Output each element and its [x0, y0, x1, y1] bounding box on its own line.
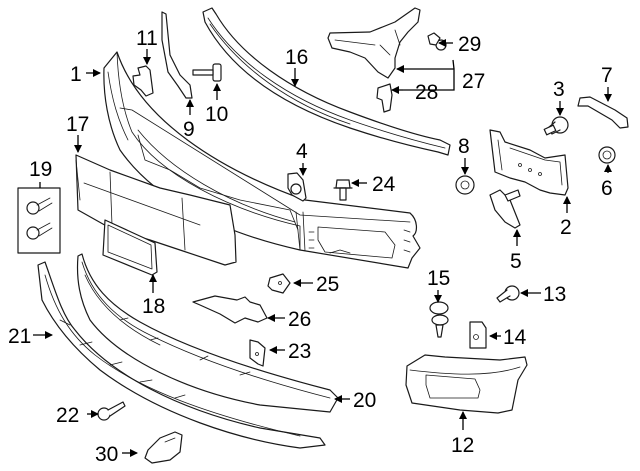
- part-5-stud-bolt[interactable]: [489, 189, 521, 229]
- callout-26: 26: [288, 308, 311, 331]
- part-3-bolt[interactable]: [543, 116, 569, 136]
- part-12-end-cap[interactable]: [405, 354, 528, 414]
- callout-10: 10: [205, 103, 228, 126]
- part-24-bolt[interactable]: [333, 179, 353, 201]
- callout-5: 5: [510, 250, 522, 273]
- callout-3: 3: [553, 78, 565, 101]
- callout-22: 22: [56, 404, 79, 427]
- callout-4: 4: [296, 140, 308, 163]
- callout-12: 12: [451, 434, 474, 457]
- callout-1: 1: [70, 63, 82, 86]
- part-2-mounting-bracket[interactable]: [489, 129, 569, 196]
- part-11-clip[interactable]: [132, 65, 154, 97]
- callout-15: 15: [427, 267, 450, 290]
- part-1-bumper-face-bar[interactable]: [103, 51, 421, 269]
- part-26-support-bracket[interactable]: [192, 295, 268, 324]
- part-13-bolt[interactable]: [496, 285, 520, 303]
- part-15-push-pin[interactable]: [429, 301, 449, 338]
- part-4-nut-clip[interactable]: [287, 172, 307, 202]
- callout-24: 24: [372, 173, 396, 196]
- part-25-clip[interactable]: [267, 273, 291, 294]
- part-19-bolt-kit[interactable]: [17, 187, 61, 254]
- callout-18: 18: [142, 295, 165, 318]
- part-14-nut-clip[interactable]: [469, 321, 487, 349]
- callout-7: 7: [601, 64, 613, 87]
- callout-20: 20: [353, 389, 376, 412]
- callout-8: 8: [458, 135, 470, 158]
- callout-11: 11: [136, 27, 158, 50]
- callout-labels: 1 2 3 4 5 6 7 8 9 10 11 12 13 14 15 16 1…: [8, 27, 613, 466]
- callout-27: 27: [462, 70, 485, 93]
- part-29-push-retainer[interactable]: [427, 32, 447, 51]
- callout-25: 25: [316, 273, 339, 296]
- callout-13: 13: [543, 283, 566, 306]
- part-28-bracket[interactable]: [376, 83, 393, 113]
- callout-23: 23: [288, 340, 311, 363]
- part-10-bolt[interactable]: [192, 63, 222, 82]
- callout-28: 28: [415, 81, 438, 104]
- part-18-license-bracket[interactable]: [102, 219, 158, 276]
- part-27-bracket-assembly[interactable]: [327, 7, 421, 79]
- leader-lines: [33, 39, 612, 457]
- part-23-clip[interactable]: [249, 339, 266, 367]
- callout-9: 9: [183, 118, 195, 141]
- callout-14: 14: [503, 326, 527, 349]
- part-22-bolt[interactable]: [97, 401, 126, 421]
- callout-17: 17: [66, 113, 89, 136]
- part-6-nut[interactable]: [598, 146, 616, 164]
- part-16-upper-cover-strip[interactable]: [202, 7, 451, 156]
- callout-2: 2: [560, 216, 572, 239]
- part-20-lower-valance[interactable]: [76, 253, 339, 413]
- part-21-air-deflector[interactable]: [37, 261, 326, 449]
- callout-29: 29: [458, 33, 481, 56]
- callout-16: 16: [285, 46, 308, 69]
- callout-6: 6: [601, 177, 613, 200]
- callout-30: 30: [95, 443, 118, 466]
- part-30-tow-hook[interactable]: [144, 431, 183, 464]
- callout-19: 19: [29, 158, 52, 181]
- part-8-nut[interactable]: [455, 175, 475, 195]
- part-9-side-bracket[interactable]: [161, 11, 193, 99]
- callout-21: 21: [8, 325, 31, 348]
- part-7-bracket-rod[interactable]: [577, 96, 629, 129]
